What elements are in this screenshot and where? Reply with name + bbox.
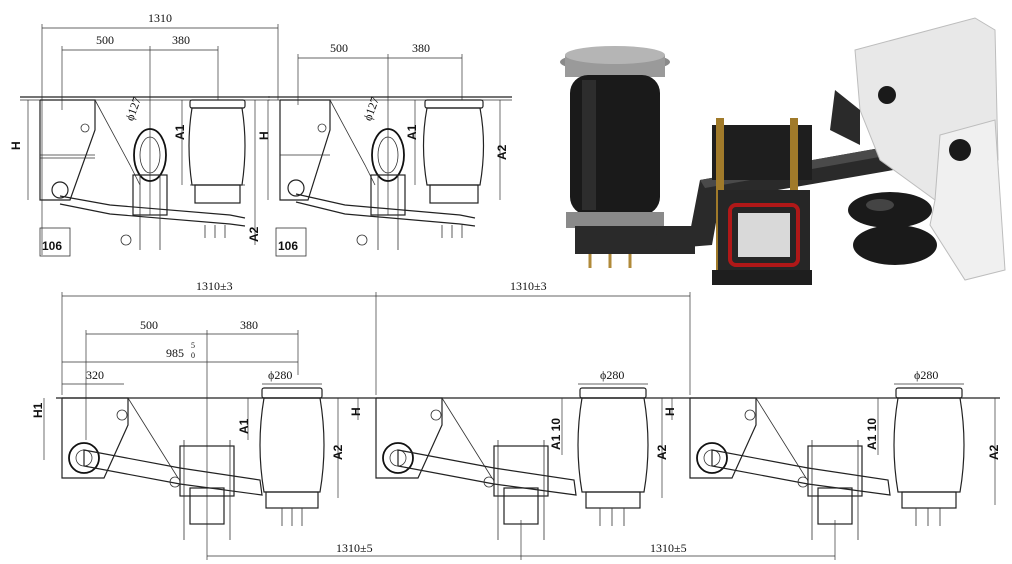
label-a1-tol-3: A1 10 bbox=[865, 418, 879, 450]
bag-diameter-3: ϕ280 bbox=[914, 368, 938, 382]
bottom-drawing: 1310±3 1310±3 500 380 985 5 0 320 H1 bbox=[31, 279, 1001, 560]
axle-unit-1: ϕ280 A1 A2 bbox=[61, 368, 345, 540]
label-a1-tol-2: A1 10 bbox=[549, 418, 563, 450]
label-a2-b: A2 bbox=[495, 144, 509, 160]
hanger-bracket-image bbox=[830, 17, 1006, 281]
top-left-drawing: 1310 500 380 H ϕ127 bbox=[9, 11, 279, 257]
bag-diameter-2: ϕ280 bbox=[600, 368, 624, 382]
label-a1-b: A1 bbox=[405, 124, 419, 140]
label-a2-bottom-1: A2 bbox=[331, 444, 345, 460]
label-a2-bottom-2: A2 bbox=[655, 444, 669, 460]
label-a2-bottom-3: A2 bbox=[987, 444, 1001, 460]
dim-985-tol-upper: 5 bbox=[191, 341, 195, 350]
dim-380: 380 bbox=[172, 33, 190, 47]
axle-span-1310-5-a: 1310±5 bbox=[336, 541, 373, 555]
label-a1: A1 bbox=[173, 124, 187, 140]
dim-500-b: 500 bbox=[330, 41, 348, 55]
dim-985-tol-lower: 0 bbox=[191, 351, 195, 360]
label-h: H bbox=[9, 141, 23, 150]
dim-380-bottom: 380 bbox=[240, 318, 258, 332]
label-h-bottom-3: H bbox=[663, 407, 677, 416]
label-h-b: H bbox=[257, 131, 271, 140]
axle-unit-2: H ϕ280 A1 10 A2 bbox=[349, 368, 669, 540]
label-a2: A2 bbox=[247, 226, 261, 242]
dim-diameter-127: ϕ127 bbox=[123, 95, 144, 123]
label-a1-bottom-1: A1 bbox=[237, 418, 251, 434]
dim-320: 320 bbox=[86, 368, 104, 382]
span-1310-3-a: 1310±3 bbox=[196, 279, 233, 293]
axle-span-1310-5-b: 1310±5 bbox=[650, 541, 687, 555]
axle-seat-image bbox=[712, 118, 812, 285]
label-h1: H1 bbox=[31, 402, 45, 418]
dim-106: 106 bbox=[42, 239, 62, 253]
dim-overall-1310: 1310 bbox=[148, 11, 172, 25]
air-bag-image-2 bbox=[848, 192, 937, 265]
dim-985: 985 bbox=[166, 346, 184, 360]
top-right-drawing: 500 380 H ϕ127 A1 A2 106 bbox=[257, 41, 512, 257]
axle-unit-3: H ϕ280 A1 10 A2 bbox=[663, 368, 1001, 540]
dim-500-bottom: 500 bbox=[140, 318, 158, 332]
label-h-bottom-2: H bbox=[349, 407, 363, 416]
dim-106-b: 106 bbox=[278, 239, 298, 253]
suspension-photo bbox=[548, 10, 1006, 285]
bag-diameter-1: ϕ280 bbox=[268, 368, 292, 382]
span-1310-3-b: 1310±3 bbox=[510, 279, 547, 293]
dim-diameter-127-b: ϕ127 bbox=[361, 95, 382, 123]
dim-380-b: 380 bbox=[412, 41, 430, 55]
dim-500: 500 bbox=[96, 33, 114, 47]
